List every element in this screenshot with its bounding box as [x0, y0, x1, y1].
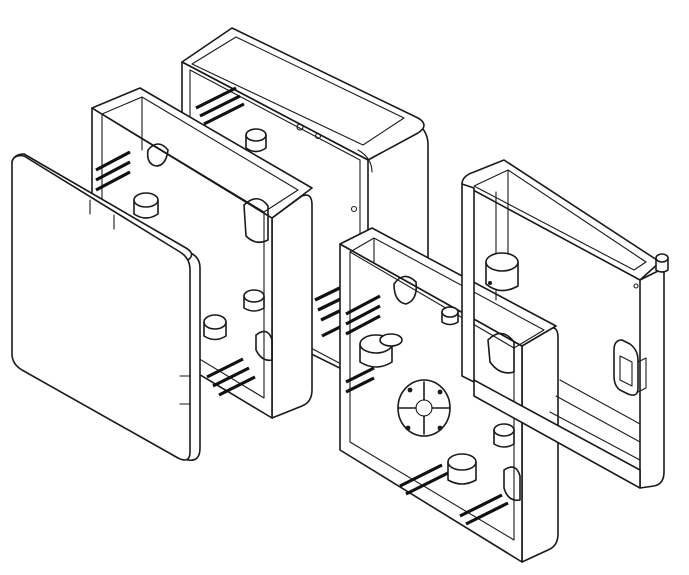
- front-frame-rib-marks: [345, 294, 509, 526]
- front-frame-posts: [359, 306, 515, 485]
- front-frame: [339, 227, 559, 563]
- spacer-frame-rib-marks: [95, 150, 256, 397]
- cable-entry-knockout: [397, 379, 451, 437]
- cover-plate: [11, 153, 201, 462]
- spacer-frame-posts: [133, 128, 267, 341]
- open-base-frame: [461, 159, 669, 489]
